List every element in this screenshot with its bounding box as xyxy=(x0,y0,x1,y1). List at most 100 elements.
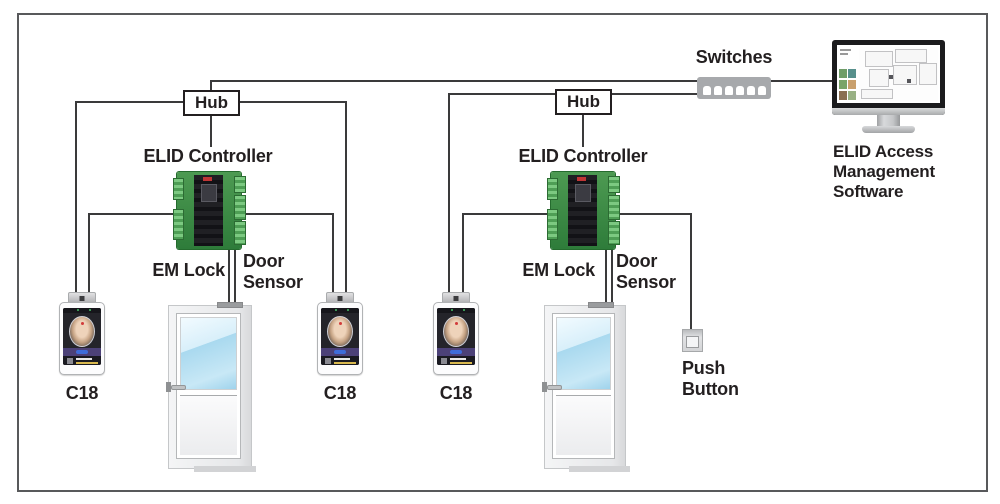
reader-3-label: C18 xyxy=(439,383,473,403)
terminal-block xyxy=(234,195,246,221)
status-band xyxy=(63,348,101,356)
monitor-bezel xyxy=(832,40,945,115)
cpu-chip xyxy=(575,184,592,202)
wire-hub1-to-controller1 xyxy=(210,111,212,147)
network-switch-icon xyxy=(697,77,771,99)
reader-body xyxy=(433,302,479,375)
wire-controller1-to-reader1 xyxy=(88,213,90,294)
door-panel xyxy=(176,313,241,459)
camera-strip xyxy=(63,308,101,313)
pcb xyxy=(547,172,620,249)
hub-2-label: Hub xyxy=(566,92,601,111)
door-handle xyxy=(166,382,171,393)
door-lower-panel xyxy=(180,394,237,455)
switch-port xyxy=(714,86,722,95)
em-lock-device xyxy=(217,302,243,308)
wire-hub1-to-switch xyxy=(210,80,699,82)
cpu-chip xyxy=(201,184,218,202)
floorplan-view xyxy=(859,47,938,101)
status-band xyxy=(321,348,359,356)
wire-switch-to-monitor xyxy=(769,80,833,82)
switch-port xyxy=(747,86,755,95)
monitor-stand-neck xyxy=(877,115,900,127)
reader-2-label: C18 xyxy=(323,383,357,403)
controller-1-board circuit-board-icon xyxy=(173,172,246,249)
door-handle-lever xyxy=(547,384,562,390)
wire-controller1-right-arm xyxy=(238,213,334,215)
door-1 door-with-em-lock-icon xyxy=(166,302,256,472)
push-button-label: Push Button xyxy=(682,358,739,399)
wire-hub2-to-controller2 xyxy=(582,111,584,147)
controller-2-board circuit-board-icon xyxy=(547,172,620,249)
door-glass xyxy=(180,317,237,391)
em-lock-1-label: EM Lock xyxy=(152,260,225,280)
camera-strip xyxy=(321,308,359,313)
door-sensor-1-label: Door Sensor xyxy=(243,251,303,292)
wire-hub1-to-reader1 xyxy=(75,101,77,294)
scan-dot xyxy=(339,322,342,325)
door-shadow xyxy=(569,466,630,472)
wire-hub2-left-arm xyxy=(448,93,557,95)
status-pill xyxy=(76,350,88,354)
info-panel xyxy=(321,356,359,365)
switch-port xyxy=(703,86,711,95)
wire-door1-sensor xyxy=(234,245,236,306)
wire-controller1-left-arm xyxy=(88,213,180,215)
door-glass xyxy=(556,317,611,391)
bracket-port xyxy=(453,296,459,301)
controller-2-label: ELID Controller xyxy=(518,146,648,166)
face-photo xyxy=(327,316,353,347)
monitor-stand-base xyxy=(862,126,915,133)
wire-controller1-to-reader2 xyxy=(332,213,334,294)
switch-port xyxy=(736,86,744,95)
controller-1-label: ELID Controller xyxy=(143,146,273,166)
scan-dot xyxy=(455,322,458,325)
status-pill xyxy=(450,350,462,354)
wire-hub1-right-arm xyxy=(236,101,347,103)
hub-1-label: Hub xyxy=(194,93,229,112)
desktop-monitor-icon xyxy=(832,40,945,133)
monitor-screen xyxy=(837,45,940,103)
door-2 door-with-em-lock-icon xyxy=(542,302,630,472)
camera-strip xyxy=(437,308,475,313)
info-panel xyxy=(63,356,101,365)
push-button-face xyxy=(686,336,699,348)
wire-door2-sensor xyxy=(611,245,613,306)
wire-controller2-to-pushbutton xyxy=(690,213,692,329)
push-button-icon xyxy=(682,329,703,352)
wire-controller2-left-arm xyxy=(462,213,552,215)
reader-screen xyxy=(63,308,101,365)
reader-1 face-recognition-terminal-icon xyxy=(59,292,105,376)
face-photo xyxy=(443,316,469,347)
em-lock-2-label: EM Lock xyxy=(522,260,595,280)
switch-port xyxy=(725,86,733,95)
terminal-block xyxy=(234,175,246,194)
wire-hub1-top-stub xyxy=(210,80,212,92)
scan-dot xyxy=(81,322,84,325)
wire-controller2-to-reader3 xyxy=(462,213,464,294)
terminal-block xyxy=(173,208,184,241)
bracket-port xyxy=(337,296,343,301)
bracket-port xyxy=(79,296,85,301)
wire-hub1-left-arm xyxy=(75,101,185,103)
reader-body xyxy=(59,302,105,375)
switches-label: Switches xyxy=(695,47,773,67)
door-shadow xyxy=(193,466,256,472)
em-lock-device xyxy=(588,302,614,308)
toolbar-glyph xyxy=(840,53,848,55)
software-caption: ELID Access Management Software xyxy=(833,142,935,201)
terminal-block xyxy=(608,195,620,221)
reader-body xyxy=(317,302,363,375)
relay-chip xyxy=(202,177,213,182)
toolbar-glyph xyxy=(840,49,851,51)
reader-screen xyxy=(321,308,359,365)
wire-hub2-to-reader3 xyxy=(448,93,450,294)
door-lower-panel xyxy=(556,394,611,455)
info-panel xyxy=(437,356,475,365)
terminal-block xyxy=(547,178,558,201)
wire-door2-em-lock xyxy=(605,245,607,306)
face-photo xyxy=(69,316,95,347)
door-handle-lever xyxy=(171,384,186,390)
reader-screen xyxy=(437,308,475,365)
